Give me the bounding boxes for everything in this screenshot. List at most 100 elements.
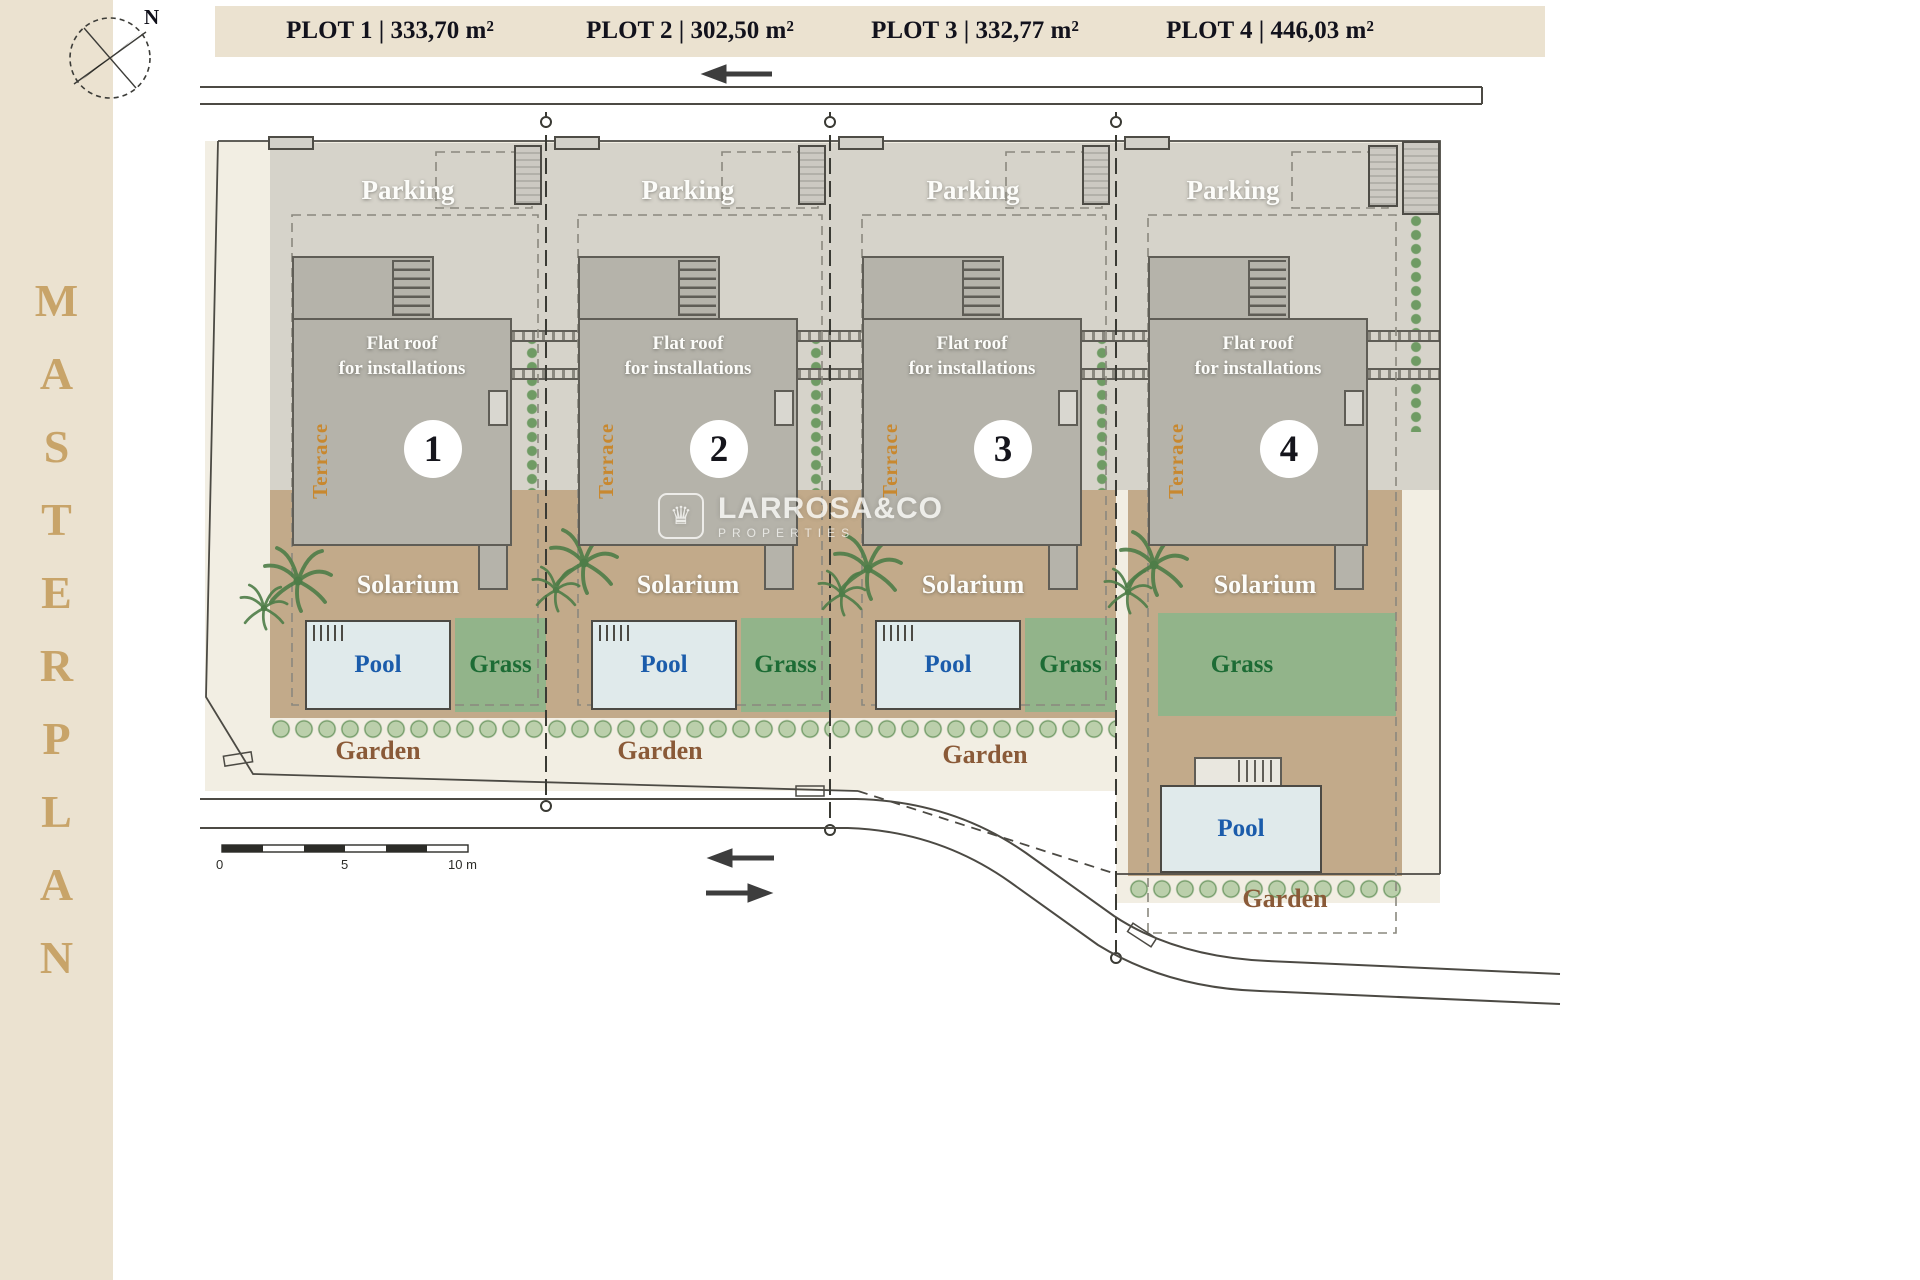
plot3-grass-zone: Grass <box>1025 618 1116 712</box>
hedge-strip <box>1094 332 1110 490</box>
flat-roof-line1: Flat roof <box>1222 333 1294 354</box>
stairs-icon <box>392 260 430 316</box>
plot3-building-wing <box>862 256 1004 322</box>
plot4-number-badge: 4 <box>1260 420 1318 478</box>
stairs-icon <box>678 260 716 316</box>
watermark: ♛ LARROSA&CO PROPERTIES <box>658 492 943 540</box>
compass-icon: N <box>69 5 159 99</box>
pool-ladder-icon <box>599 625 631 641</box>
plot3-flat-roof-label: Flat roof for installations <box>864 332 1080 381</box>
plot4-solarium-label: Solarium <box>1213 570 1317 599</box>
plot3-window <box>1058 390 1078 426</box>
plot2-grass-zone: Grass <box>741 618 830 712</box>
plot4-entrance-structure <box>1368 145 1398 207</box>
bottom-road-left-arrow-icon <box>706 848 774 868</box>
top-road <box>200 86 1483 105</box>
plot4-garden-label: Garden <box>1242 884 1328 913</box>
flat-roof-line1: Flat roof <box>936 333 1008 354</box>
plot4-grass-label: Grass <box>1210 650 1274 678</box>
scale-end-label: 10 m <box>448 857 477 872</box>
pool-ladder-icon <box>313 625 345 641</box>
plot1-grass-zone: Grass <box>455 618 546 712</box>
site-corner-structure <box>1402 141 1440 215</box>
plot3-pool: Pool <box>875 620 1021 710</box>
plot2-window <box>774 390 794 426</box>
plot4-pool-deck <box>1194 757 1282 787</box>
plot1-rear-stair <box>478 542 508 590</box>
plot2-pool: Pool <box>591 620 737 710</box>
stairs-icon <box>962 260 1000 316</box>
plot2-gate <box>554 136 600 150</box>
wall-strip <box>1368 368 1440 380</box>
stairs-icon <box>1248 260 1286 316</box>
header-plot4-label: PLOT 4 | 446,03 m² <box>1166 17 1374 44</box>
sidebar-strip: MASTERPLAN <box>0 0 113 1280</box>
plot2-rear-stair <box>764 542 794 590</box>
scale-mid-label: 5 <box>341 857 349 872</box>
plot3-pool-label: Pool <box>924 651 972 678</box>
plot1-garden-label: Garden <box>335 736 421 765</box>
plot2-flat-roof-label: Flat roof for installations <box>580 332 796 381</box>
plot1-solarium-label: Solarium <box>356 570 460 599</box>
plot1-terrace-label: Terrace <box>308 422 332 500</box>
plot4-gate <box>1124 136 1170 150</box>
scale-start-label: 0 <box>216 857 224 872</box>
plot1-gate <box>268 136 314 150</box>
plot3-rear-stair <box>1048 542 1078 590</box>
top-road-arrow-icon <box>700 64 772 84</box>
wall-strip <box>512 368 578 380</box>
plot4-building-wing <box>1148 256 1290 322</box>
wall-strip <box>512 330 578 342</box>
header-bar <box>215 6 1545 57</box>
plot2-pool-label: Pool <box>640 651 688 678</box>
plot1-building: Flat roof for installations Terrace 1 <box>292 318 512 546</box>
plot2-entrance-structure <box>798 145 826 205</box>
header-plot3-label: PLOT 3 | 332,77 m² <box>871 17 1079 44</box>
plot3-entrance-structure <box>1082 145 1110 205</box>
plot4-terrace-label: Terrace <box>1164 422 1188 500</box>
flat-roof-line2: for installations <box>908 357 1036 379</box>
stairs-icon <box>1238 760 1278 782</box>
hedge-strip <box>524 332 540 490</box>
larrosa-logo-icon: ♛ <box>658 493 704 539</box>
flat-roof-line2: for installations <box>624 357 752 379</box>
wall-strip <box>798 330 862 342</box>
header-plot2-label: PLOT 2 | 302,50 m² <box>586 17 794 44</box>
plot1-grass-label: Grass <box>469 651 532 678</box>
plot4-rear-stair <box>1334 542 1364 590</box>
compass-north-label: N <box>144 5 159 29</box>
plot4-grass-zone: Grass <box>1158 613 1396 716</box>
flat-roof-line2: for installations <box>1194 357 1322 379</box>
plot1-pool: Pool <box>305 620 451 710</box>
wall-strip <box>1368 330 1440 342</box>
plot2-number-badge: 2 <box>690 420 748 478</box>
plot2-solarium-label: Solarium <box>636 570 740 599</box>
wall-strip <box>1082 368 1148 380</box>
plot3-grass-label: Grass <box>1039 651 1102 678</box>
watermark-name: LARROSA&CO <box>718 492 943 525</box>
plot2-grass-label: Grass <box>754 651 817 678</box>
plot2-terrace-label: Terrace <box>594 422 618 500</box>
plot3-gate <box>838 136 884 150</box>
pool-ladder-icon <box>883 625 915 641</box>
plot1-flat-roof-label: Flat roof for installations <box>294 332 510 381</box>
plot4-window <box>1344 390 1364 426</box>
plot1-entrance-structure <box>514 145 542 205</box>
hedge-strip <box>1408 214 1426 432</box>
flat-roof-line1: Flat roof <box>366 333 438 354</box>
flat-roof-line2: for installations <box>338 357 466 379</box>
flat-roof-line1: Flat roof <box>652 333 724 354</box>
hedge-strip <box>808 332 824 490</box>
watermark-subtitle: PROPERTIES <box>718 526 856 540</box>
plot1-building-wing <box>292 256 434 322</box>
plot1-number-badge: 1 <box>404 420 462 478</box>
plot3-solarium-label: Solarium <box>921 570 1025 599</box>
masterplan-vertical-title: MASTERPLAN <box>31 275 82 1005</box>
plot4-flat-roof-label: Flat roof for installations <box>1150 332 1366 381</box>
bottom-road-right-arrow-icon <box>706 883 774 903</box>
plot2-garden-label: Garden <box>617 736 703 765</box>
plot2-building-wing <box>578 256 720 322</box>
plot1-pool-label: Pool <box>354 651 402 678</box>
plot1-window <box>488 390 508 426</box>
